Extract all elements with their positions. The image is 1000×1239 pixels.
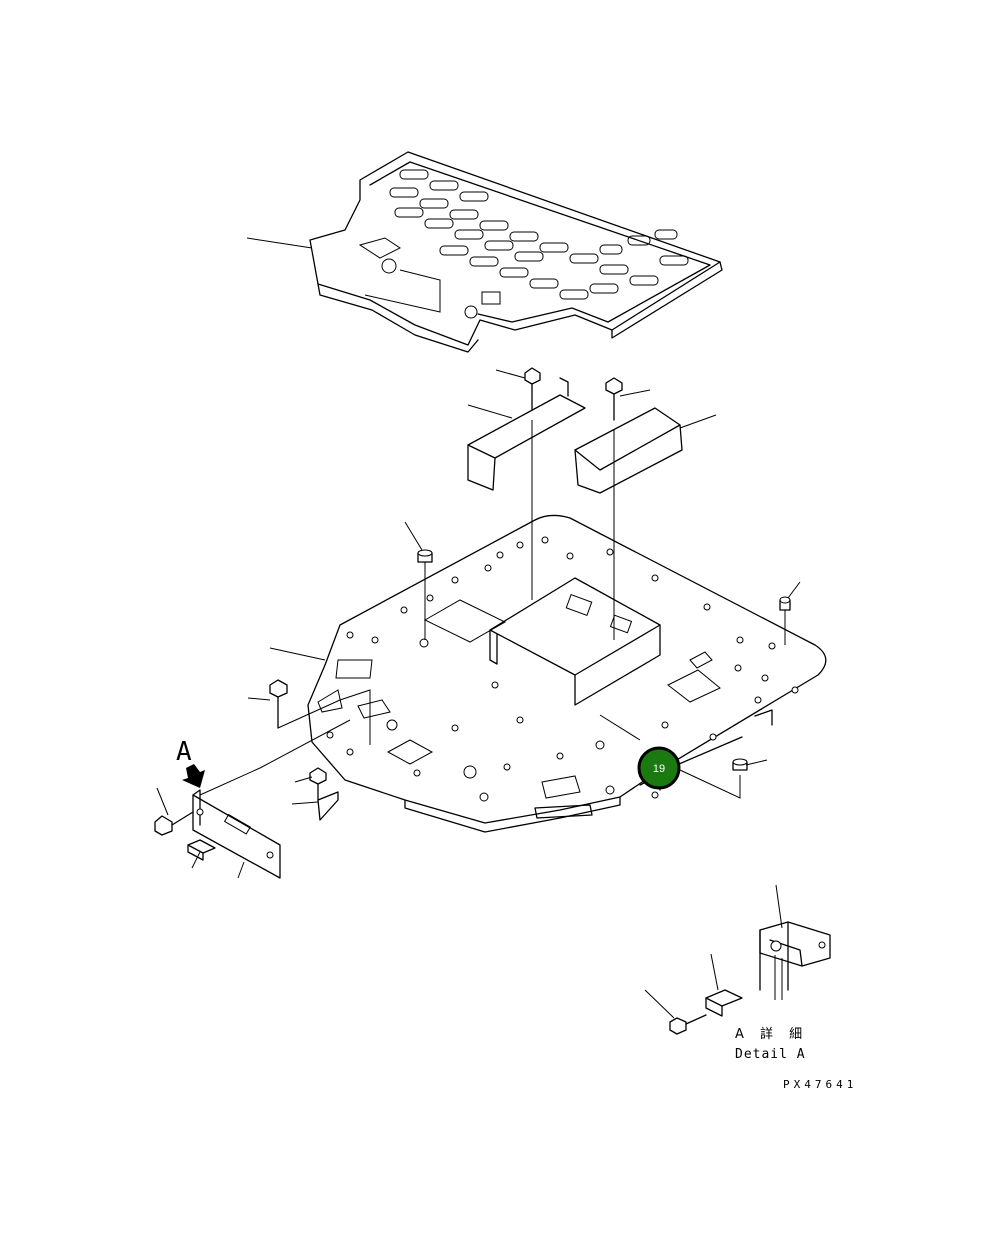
plug-left — [417, 549, 433, 640]
detail-a-label-jp: A 詳 細 — [735, 1026, 808, 1042]
floor-mat — [309, 151, 723, 353]
floor-plate — [307, 514, 827, 833]
leader-lines — [156, 237, 801, 879]
callout-19[interactable]: 19 — [637, 746, 681, 790]
part-code: PX47641 — [783, 1078, 857, 1091]
callout-19-leader — [678, 736, 743, 765]
front-panel — [192, 789, 281, 879]
detail-a-label-en: Detail A — [735, 1047, 806, 1062]
cover-left — [467, 377, 586, 491]
front-bolt — [154, 811, 194, 836]
bolt-cover-right — [605, 377, 623, 421]
plug-lower-right — [732, 758, 748, 771]
bolt-left-side — [269, 679, 288, 729]
detail-a-drawing — [669, 921, 831, 1035]
cover-right — [574, 407, 683, 494]
bolt-front — [309, 767, 339, 821]
plug-right — [779, 596, 791, 645]
callout-19-label: 19 — [653, 763, 665, 775]
detail-a-leaders — [644, 884, 783, 1019]
view-label-a: A — [176, 737, 192, 767]
bolt-cover-left — [524, 367, 541, 411]
panel-spacer — [187, 839, 216, 861]
view-arrow-a: A — [176, 737, 205, 788]
